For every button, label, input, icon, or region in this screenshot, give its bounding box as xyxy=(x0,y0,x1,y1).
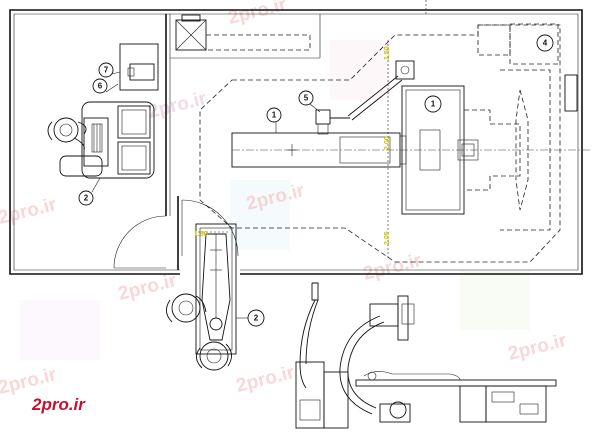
watermark-text: 2pro.ir xyxy=(361,250,424,285)
brand-logo-text: 2pro.ir xyxy=(31,395,86,414)
watermark-text: 2pro.ir xyxy=(226,0,289,29)
watermark-text: 2pro.ir xyxy=(0,194,59,229)
watermark-text: 2pro.ir xyxy=(116,270,179,305)
dimension-label: 1.50 xyxy=(384,46,391,60)
callout-6-console: 6 xyxy=(92,78,108,94)
watermark-text: 2pro.ir xyxy=(146,88,209,123)
c-arm-gantry xyxy=(401,69,551,231)
ceiling-fixture xyxy=(175,14,207,51)
room-walls xyxy=(9,9,583,275)
patient-table xyxy=(231,132,590,168)
dimension-lines xyxy=(198,0,427,260)
callout-4-cabinet: 4 xyxy=(536,34,554,52)
svg-text:1: 1 xyxy=(431,100,436,109)
watermark-text: 2pro.ir xyxy=(234,362,297,397)
watermark-text: 2pro.ir xyxy=(0,364,59,399)
svg-text:1: 1 xyxy=(272,111,277,120)
callout-2-stretcher: 2 xyxy=(247,309,265,327)
dimension-label: 2.00 xyxy=(384,136,391,150)
svg-text:5: 5 xyxy=(304,94,309,103)
dimension-label: 2.05 xyxy=(384,231,391,245)
callout-leaders xyxy=(91,71,321,319)
svg-text:6: 6 xyxy=(98,82,103,91)
svg-text:2: 2 xyxy=(254,314,259,323)
stretcher xyxy=(195,223,237,355)
c-arm-elevation xyxy=(295,282,557,429)
exam-area-outline xyxy=(199,24,561,263)
callout-5-monitor-arm: 5 xyxy=(298,90,314,106)
wall-cabinet xyxy=(477,23,559,65)
svg-text:2: 2 xyxy=(84,194,89,203)
svg-text:7: 7 xyxy=(104,66,109,75)
callout-1-gantry: 1 xyxy=(424,95,442,113)
callout-7-monitor: 7 xyxy=(98,62,114,78)
callout-1-table: 1 xyxy=(266,107,282,123)
operator-figure xyxy=(47,117,103,177)
control-console xyxy=(81,43,159,179)
staff-figure xyxy=(166,293,232,371)
ceiling-rail xyxy=(206,34,311,51)
callout-2-desk: 2 xyxy=(78,190,94,206)
watermark-text: 2pro.ir xyxy=(506,330,569,365)
dimension-label: 1.80 xyxy=(194,231,208,238)
svg-text:4: 4 xyxy=(543,39,548,48)
ceiling-monitor-arm xyxy=(315,60,415,135)
